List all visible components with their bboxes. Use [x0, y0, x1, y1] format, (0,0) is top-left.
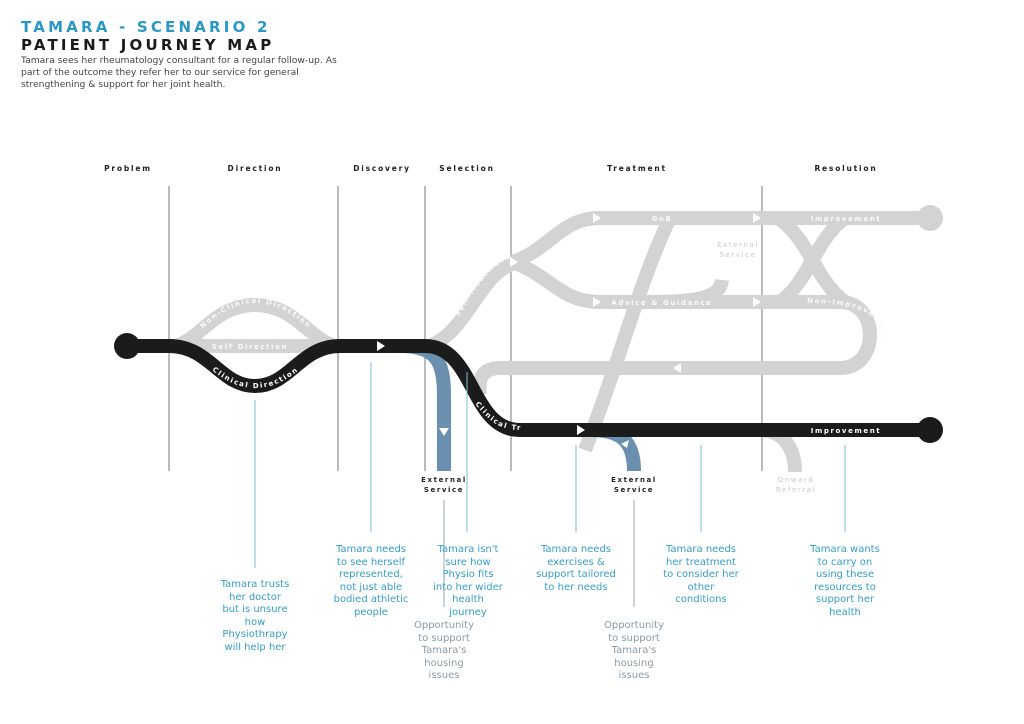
end-node [917, 417, 943, 443]
direction-arrows [377, 213, 761, 448]
label-non-improvement: Non-Improvement [807, 297, 891, 341]
note-connectors [254, 362, 846, 568]
arrow-right-icon [753, 297, 761, 307]
arrow-right-icon [593, 297, 601, 307]
stage-resolution: Resolution [814, 164, 877, 173]
label-improvement-main: Improvement [811, 427, 881, 435]
stage-problem: Problem [104, 164, 152, 173]
start-node [114, 333, 140, 359]
non-clinical-direction-path [172, 297, 338, 353]
note-resolution: Tamara wants to carry on using these res… [810, 544, 880, 618]
patient-journey-path [127, 339, 930, 437]
note-direction: Tamara trusts her doctor but is unsure h… [220, 579, 290, 653]
improvement-end-node [917, 205, 943, 231]
arrow-right-icon [577, 425, 585, 435]
note-discovery: Tamara needs to see herself represented,… [333, 544, 409, 618]
stage-labels: Problem Direction Discovery Selection Tr… [104, 164, 877, 173]
external-service-label-2a: External [611, 476, 657, 484]
arrow-right-icon [377, 341, 385, 351]
external-service-path-1 [399, 339, 451, 471]
onward-referral-a: Onward [778, 476, 815, 484]
stage-discovery: Discovery [353, 164, 411, 173]
self-treatment-path [426, 255, 522, 353]
arrow-down-icon [439, 428, 449, 436]
external-service-grey-b: Service [719, 251, 756, 259]
alternative-paths [169, 211, 930, 473]
cross-path-2 [775, 212, 850, 308]
stage-selection: Selection [439, 164, 494, 173]
label-advice-guidance: Advice & Guidance [611, 299, 712, 307]
arrow-left-icon [621, 440, 629, 448]
external-service-grey-path [649, 278, 729, 309]
arrow-left-icon [673, 363, 681, 373]
map-title: PATIENT JOURNEY MAP [21, 36, 275, 54]
opportunity-connectors [443, 500, 635, 607]
note-treatment-2: Tamara needs her treatment to consider h… [663, 544, 739, 606]
arrow-right-icon [593, 213, 601, 223]
note-treatment-1: Tamara needs exercises & support tailore… [536, 544, 616, 593]
scenario-title: TAMARA - SCENARIO 2 [21, 18, 271, 36]
arrow-right-icon [753, 213, 761, 223]
label-gob: GoB [652, 215, 673, 223]
note-selection: Tamara isn't sure how Physio fits into h… [433, 544, 503, 618]
opportunity-note-1: Opportunity to support Tamara's housing … [413, 620, 474, 682]
label-self-direction: Self Direction [212, 343, 288, 351]
arrow-right-icon [510, 257, 518, 267]
stage-direction: Direction [228, 164, 283, 173]
label-improvement-top: Improvement [811, 215, 881, 223]
main-path [127, 339, 930, 437]
external-service-label-2b: Service [614, 486, 654, 494]
external-service-label-1a: External [421, 476, 467, 484]
opportunity-note-2: Opportunity to support Tamara's housing … [603, 620, 664, 682]
diagonal-path [578, 214, 677, 453]
external-service-grey-a: External [717, 241, 759, 249]
external-service-label-1b: Service [424, 486, 464, 494]
advice-guidance-loop-path [472, 255, 877, 397]
scenario-description: Tamara sees her rheumatology consultant … [21, 55, 337, 90]
stage-treatment: Treatment [607, 164, 667, 173]
onward-referral-b: Referral [776, 486, 816, 494]
